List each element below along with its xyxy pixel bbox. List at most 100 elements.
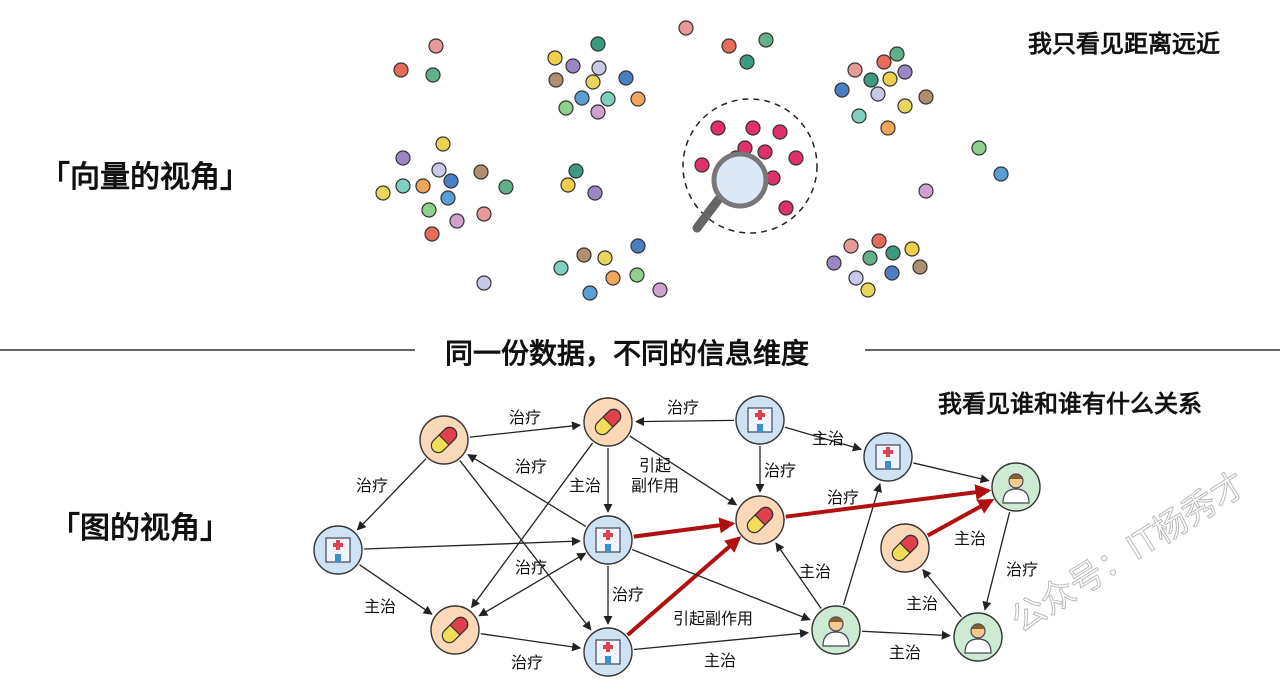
neighbor-dot [745,120,761,136]
drug-node[interactable] [880,523,930,573]
hospital-node[interactable] [313,525,363,575]
vector-dot [597,250,613,266]
doctor-node[interactable] [953,612,1003,662]
edge-h5-p3 [626,536,742,637]
edge-p3-d1 [785,484,992,519]
vector-dot [431,162,447,178]
edge-label: 治疗 [515,558,547,577]
vector-dot [871,233,887,249]
vector-dot [591,60,607,76]
edge-label: 治疗 [1006,560,1038,579]
pill-icon [594,408,622,436]
vector-dot [876,54,892,70]
vector-dot [912,259,928,275]
hospital-node[interactable] [583,515,633,565]
edge-d3-p4 [922,568,963,618]
vector-dot [440,190,456,206]
vector-dot [885,245,901,261]
vector-dot [473,164,489,180]
edge-h4-d2 [631,548,811,621]
vector-dot [863,72,879,88]
edge-label: 治疗 [356,476,388,495]
vector-dot [600,91,616,107]
edge-d2-p3 [775,542,822,609]
edge-d2-d3 [861,630,951,640]
vector-dot [421,202,437,218]
vector-dot [721,38,737,54]
vector-dot [678,20,694,36]
hospital-node[interactable] [735,395,785,445]
vector-dot [758,32,774,48]
neighbor-dot [710,120,726,136]
edge-label: 主治 [364,597,396,616]
doctor-icon [822,616,850,647]
drug-node[interactable] [583,397,633,447]
vector-dot [443,173,459,189]
edge-h3-h4 [363,536,581,550]
edge-p2-p3 [629,435,738,506]
vector-dot [834,82,850,98]
hospital-node[interactable] [583,627,633,677]
neighbor-dot [788,150,804,166]
vector-dot [498,179,514,195]
edge-label: 主治 [954,529,986,548]
vector-dot [882,71,898,87]
vector-dot [860,282,876,298]
doctor-node[interactable] [991,462,1041,512]
hospital-icon [875,444,901,470]
vector-dot [618,70,634,86]
hospital-icon [747,407,773,433]
vector-dot [739,54,755,70]
pill-icon [441,616,469,644]
vector-dot [847,62,863,78]
vector-dot [547,50,563,66]
edge-h3-p5 [359,564,433,615]
vector-dot [574,90,590,106]
vector-dot [375,185,391,201]
drug-node[interactable] [430,605,480,655]
neighbor-dot [772,124,788,140]
edge-label: 引起 [639,456,671,475]
edge-label: 治疗 [509,408,541,427]
doctor-node[interactable] [811,605,861,655]
vector-dot [826,255,842,271]
vector-dot [880,120,896,136]
edge-label: 治疗 [511,653,543,672]
vector-dot [889,46,905,62]
edge-label: 引起副作用 [673,609,753,628]
vector-dot [449,213,465,229]
edge-h4-p3 [633,517,736,539]
edge-h4-p5 [478,552,587,617]
vector-dot [585,74,601,90]
vector-dot [848,270,864,286]
vector-dot [576,247,592,263]
hospital-node[interactable] [863,432,913,482]
pill-icon [430,426,458,454]
edge-h5-d2 [633,628,810,651]
vector-dot [862,250,878,266]
vector-dot [395,178,411,194]
vector-dot [918,89,934,105]
vector-dot [553,260,569,276]
edge-label: 主治 [704,651,736,670]
edge-label: 治疗 [612,585,644,604]
vector-dot [568,163,584,179]
edge-label: 治疗 [827,488,859,507]
drug-node[interactable] [735,495,785,545]
vector-dot [565,58,581,74]
vector-dot [652,282,668,298]
edge-p4-d1 [926,498,995,538]
vector-dot [415,178,431,194]
edge-h1-h2 [784,426,862,452]
magnifier-icon [692,151,769,233]
vector-dot [630,238,646,254]
vector-dot [435,136,451,152]
vector-dot [395,150,411,166]
vector-dot [428,38,444,54]
vector-dot [971,140,987,156]
graph-edges: 治疗治疗主治治疗主治引起副作用治疗治疗主治主治治疗治疗引起副作用治疗主治主治治疗… [356,398,1038,672]
edge-p1-h3 [356,458,427,531]
neighbor-dot [694,157,710,173]
pill-icon [891,534,919,562]
drug-node[interactable] [419,415,469,465]
